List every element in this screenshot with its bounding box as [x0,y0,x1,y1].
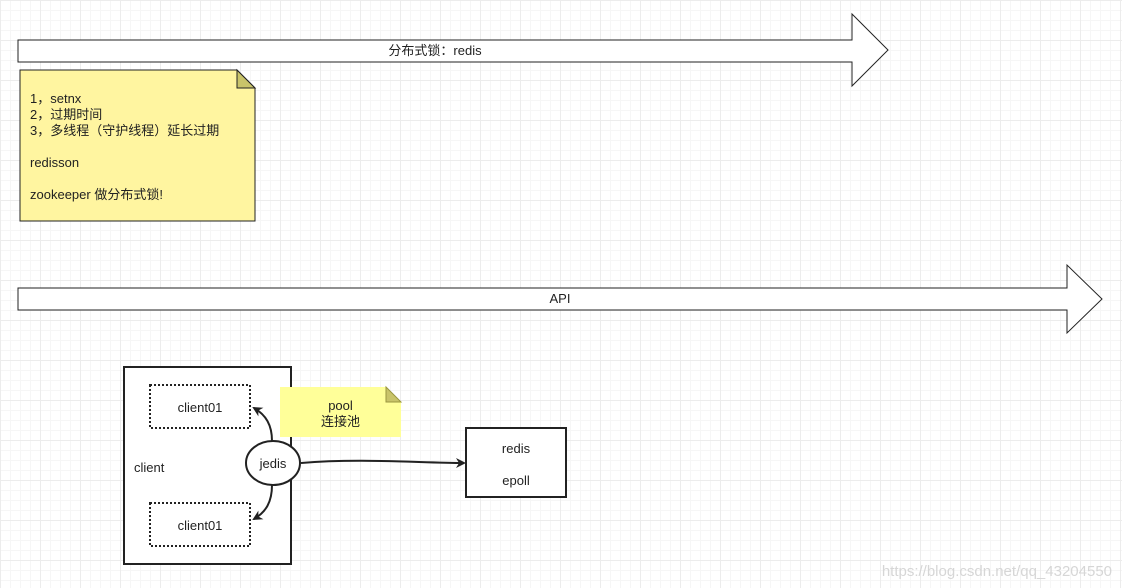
client-label: client [134,460,165,475]
note-line: redisson [30,155,80,170]
main-note-text: 1，setnx 2，过期时间 3，多线程（守护线程）延长过期 redisson … [30,91,219,203]
note-line [30,139,219,155]
client01-bottom-box[interactable] [149,502,251,547]
jedis-ellipse[interactable] [245,440,301,486]
note-line: 3，多线程（守护线程）延长过期 [30,123,220,138]
client01-top-box[interactable] [149,384,251,429]
jedis-to-client01-bottom-connector[interactable] [252,484,273,521]
note-line: 1，setnx [30,91,82,106]
note-line: zookeeper 做分布式锁! [30,187,163,202]
jedis-to-client01-top-connector[interactable] [252,406,273,442]
redis-box-line2: epoll [502,473,530,488]
watermark: https://blog.csdn.net/qq_43204550 [881,563,1112,580]
pool-note-shape[interactable] [280,387,401,437]
note-line: 2，过期时间 [30,107,103,122]
top-block-arrow[interactable] [17,12,889,88]
client01-bottom-label: client01 [177,518,223,533]
main-note-shape[interactable] [19,69,256,222]
jedis-label: jedis [259,456,287,471]
api-block-arrow[interactable] [17,263,1103,335]
top-arrow-label: 分布式锁：redis [388,43,482,58]
main-note-fold [236,68,257,89]
pool-note-line1: pool [328,398,353,413]
pool-note-line2: 连接池 [320,414,360,429]
api-arrow-label: API [549,291,571,306]
note-line [30,171,219,187]
pool-note-fold [385,385,403,403]
redis-box-line1: redis [501,441,531,456]
client01-top-label: client01 [177,400,223,415]
jedis-to-redis-connector[interactable] [300,457,466,468]
redis-box[interactable] [465,427,567,498]
